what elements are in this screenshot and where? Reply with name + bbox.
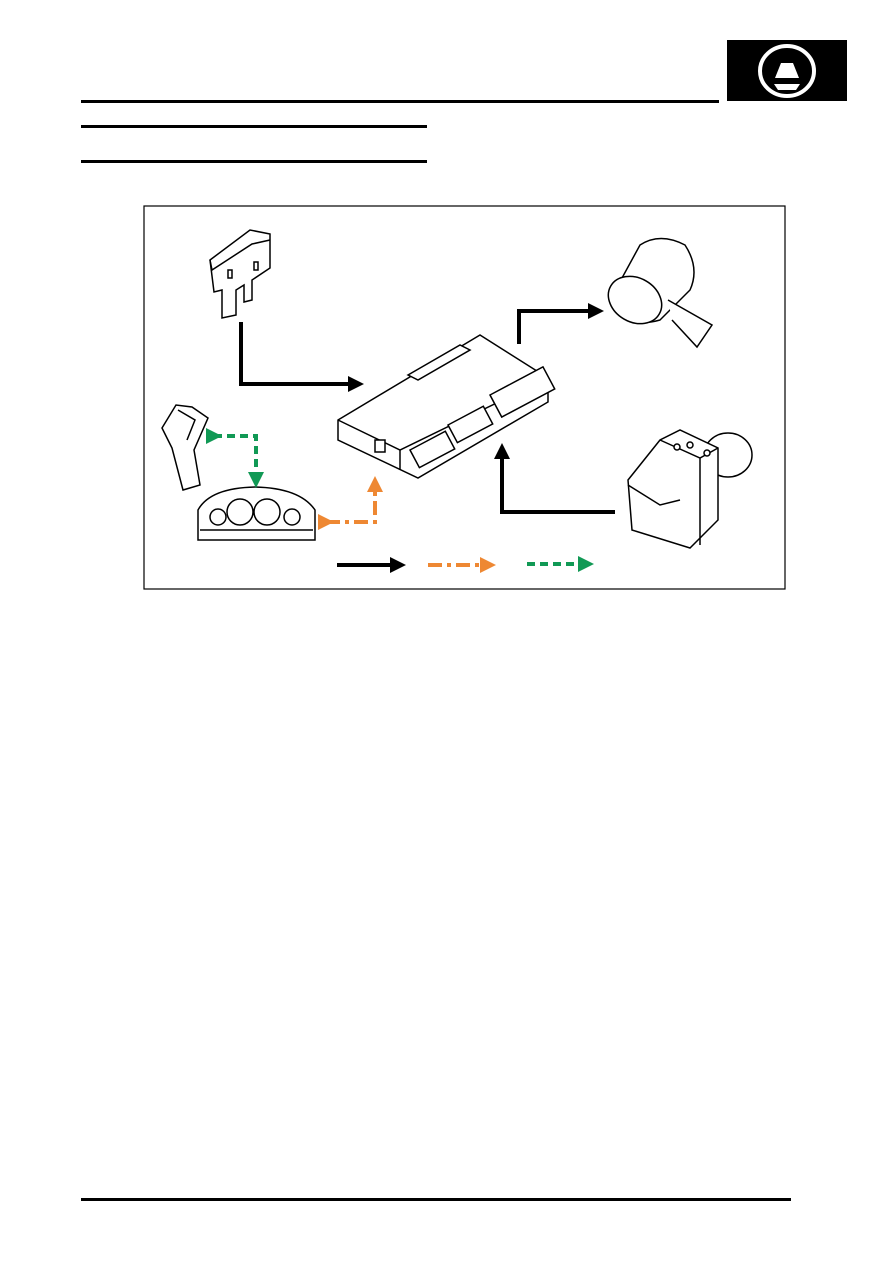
footer-rule xyxy=(81,1198,791,1201)
fuse-icon xyxy=(209,229,271,319)
fuse-to-module-arrow xyxy=(239,322,364,392)
diagnostic-socket-icon xyxy=(161,404,209,491)
can-bus-arrow xyxy=(318,476,383,530)
section-tab xyxy=(727,40,847,101)
central-module-icon xyxy=(337,334,556,479)
abs-modulator-icon xyxy=(627,429,753,549)
instrument-cluster-icon xyxy=(197,486,316,541)
hardwired-connections xyxy=(239,303,615,514)
title-rule-bottom xyxy=(81,160,427,163)
sensor-actuator-icon xyxy=(607,237,714,349)
steering-wheel-icon xyxy=(758,44,816,98)
title-rule-top xyxy=(81,125,427,128)
abs-to-module-arrow xyxy=(494,443,615,514)
diagnostic-arrow xyxy=(206,428,264,488)
diagram-frame xyxy=(143,205,786,590)
legend xyxy=(337,556,594,573)
module-to-sensor-arrow xyxy=(517,303,604,344)
header-rule xyxy=(81,100,719,103)
